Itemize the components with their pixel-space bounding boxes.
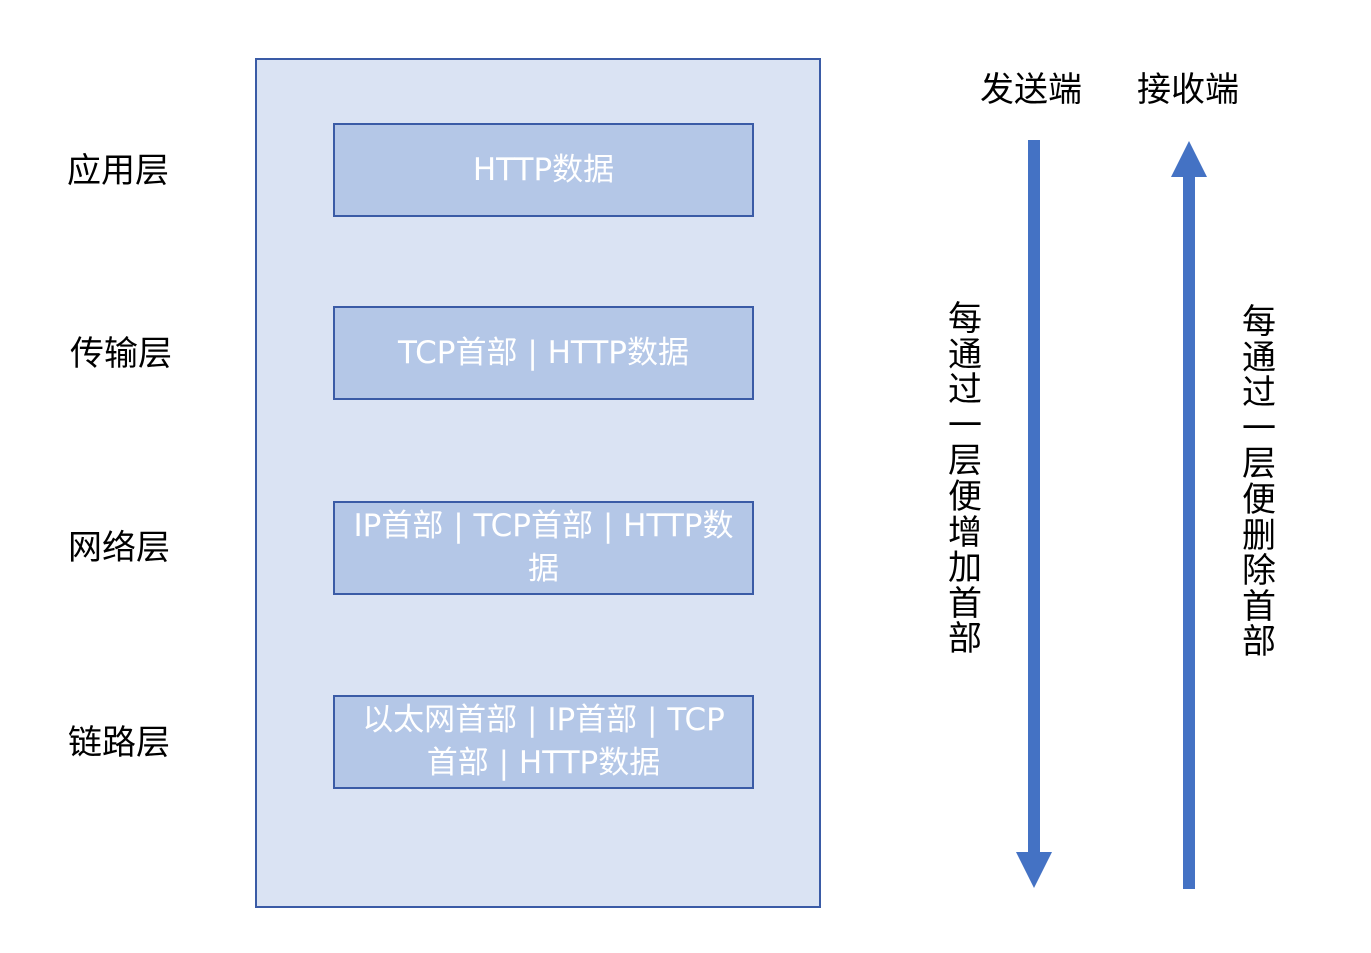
packet-text-application: HTTP数据: [472, 151, 615, 188]
packet-box-network: IP首部 | TCP首部 | HTTP数据: [333, 501, 754, 595]
packet-text-link: 以太网首部 | IP首部 | TCP首部 | HTTP数据: [362, 702, 725, 781]
layer-label-application: 应用层: [67, 151, 169, 191]
down-arrow-head: [1016, 852, 1052, 888]
packet-box-transport: TCP首部 | HTTP数据: [333, 306, 754, 400]
up-arrow-shaft: [1183, 174, 1195, 889]
packet-text-network: IP首部 | TCP首部 | HTTP数据: [353, 508, 734, 587]
layer-label-transport: 传输层: [70, 334, 172, 374]
up-arrow-head: [1171, 141, 1207, 177]
packet-box-application: HTTP数据: [333, 123, 754, 217]
up-arrow-icon: [1171, 141, 1207, 889]
layer-label-network: 网络层: [68, 528, 170, 568]
layer-label-link: 链路层: [68, 723, 170, 763]
down-arrow-shaft: [1028, 140, 1040, 855]
sender-label: 发送端: [980, 70, 1082, 110]
receiver-label: 接收端: [1137, 70, 1239, 110]
sender-note: 每通过一层便增加首部: [948, 299, 982, 660]
receiver-note: 每通过一层便删除首部: [1242, 302, 1276, 663]
down-arrow-icon: [1016, 140, 1052, 888]
packet-box-link: 以太网首部 | IP首部 | TCP首部 | HTTP数据: [333, 695, 754, 789]
packet-text-transport: TCP首部 | HTTP数据: [398, 334, 689, 371]
